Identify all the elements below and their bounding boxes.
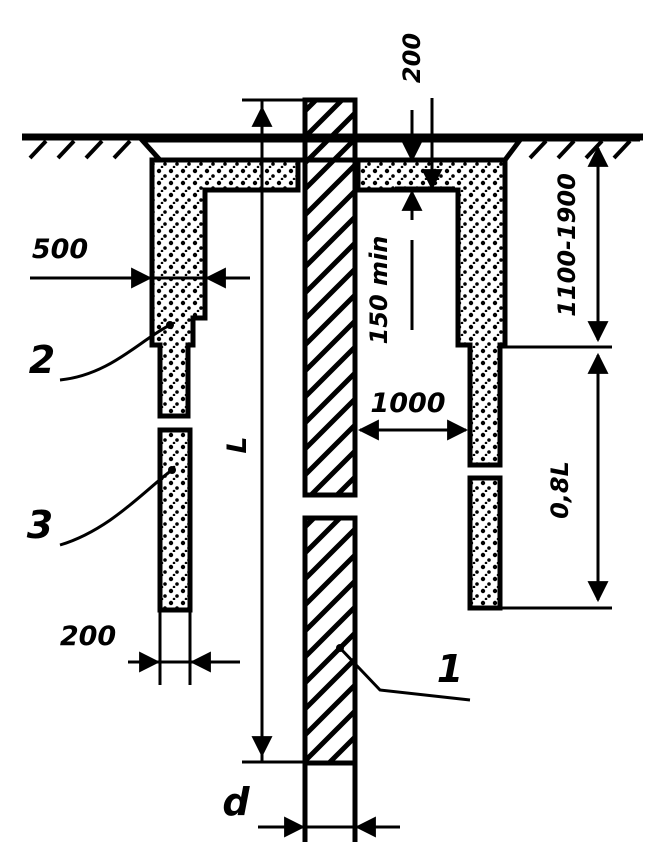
vertical-depth-dimension: 150 min [365, 236, 414, 345]
bottom-gap-label: 200 [60, 621, 116, 652]
length-label: L [222, 436, 253, 453]
length-dimension: L [222, 105, 273, 758]
callout-lower-layer-label: 3 [27, 503, 53, 547]
vertical-depth-label: 150 min [365, 236, 393, 345]
side-gap-label: 1000 [370, 388, 445, 419]
lower-depth-dimension: 0,8L [500, 352, 612, 610]
side-gap-dimension: 1000 [357, 388, 469, 441]
soil-thickness-dimension: 500 [30, 234, 250, 289]
diameter-dimension: d [222, 780, 400, 838]
lower-depth-label: 0,8L [546, 461, 574, 519]
trench-depth-label: 1100-1900 [553, 173, 581, 317]
bottom-gap-dimension: 200 [60, 610, 240, 685]
callout-pile: 1 [336, 644, 471, 702]
soil-thickness-label: 500 [32, 234, 88, 265]
callout-lower-layer: 3 [27, 466, 176, 547]
top-gap-label: 200 [398, 33, 426, 83]
pile [302, 97, 358, 842]
soil-backfill [149, 157, 508, 613]
callout-upper-layer: 2 [29, 321, 174, 382]
callout-pile-label: 1 [437, 647, 463, 691]
trench-depth-dimension: 1100-1900 [500, 138, 640, 349]
diameter-label: d [222, 780, 250, 824]
top-gap-dimension: 200 [395, 33, 455, 220]
callout-upper-layer-label: 2 [29, 338, 55, 382]
